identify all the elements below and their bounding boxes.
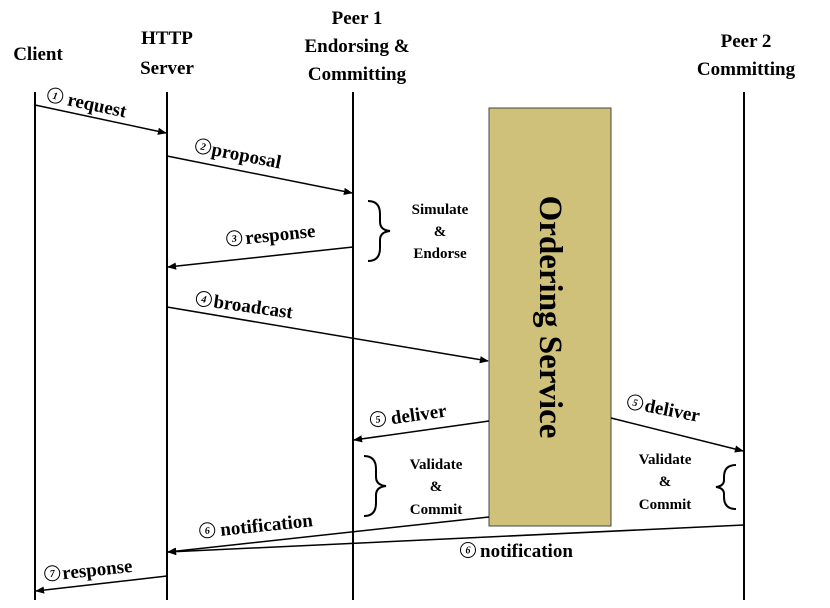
note-line-1: Validate [410, 457, 463, 473]
message-label: deliver [390, 401, 449, 430]
actor-http-server: HTTP Server [140, 28, 194, 79]
message-deliver-peer-2: 5 deliver [627, 394, 702, 427]
arrow-deliver-peer-2 [610, 417, 744, 453]
step-badge [195, 138, 212, 155]
step-badge [627, 394, 644, 411]
step-number: 3 [230, 234, 237, 246]
step-number: 2 [199, 141, 207, 153]
message-deliver-peer-1: 5 deliver [369, 401, 449, 430]
message-label: response [244, 221, 316, 249]
arrow-response-client [35, 575, 168, 594]
actor-peer-2-line-1: Peer 2 [721, 31, 772, 52]
note-line-3: Commit [639, 497, 692, 513]
step-badge [226, 230, 243, 247]
actor-peer-1-line-1: Peer 1 [332, 8, 383, 29]
step-badge [369, 411, 386, 428]
message-request: 1 request [47, 87, 129, 123]
step-number: 7 [49, 568, 56, 580]
actor-peer-1: Peer 1 Endorsing & Committing [304, 8, 409, 85]
note-line-3: Endorse [413, 246, 467, 262]
message-notification-peer-2: 6 notification [460, 541, 573, 562]
actor-peer-2: Peer 2 Committing [697, 31, 796, 80]
actor-client-line-1: Client [13, 44, 63, 65]
message-broadcast: 4 broadcast [195, 291, 295, 324]
step-badge [44, 565, 61, 582]
arrow-deliver-peer-1 [353, 420, 490, 443]
arrow-notification-peer-2 [167, 524, 745, 556]
step-number: 6 [466, 546, 471, 557]
note-line-2: & [434, 224, 447, 240]
step-badge [195, 291, 212, 308]
ordering-service-box [488, 107, 612, 527]
step-number: 6 [204, 526, 210, 537]
note-line-3: Commit [410, 502, 463, 518]
message-label: deliver [643, 396, 702, 427]
actor-http-server-line-2: Server [140, 58, 194, 79]
ordering-service: Ordering Service [488, 107, 612, 527]
note-validate-commit-peer-2: Validate & Commit [639, 452, 692, 513]
arrow-request [34, 104, 167, 135]
arrow-proposal [166, 155, 353, 195]
message-label: response [61, 556, 133, 584]
note-line-2: & [430, 479, 443, 495]
step-badge [460, 542, 476, 558]
step-number: 1 [52, 91, 59, 103]
message-label: notification [219, 510, 314, 541]
message-label: proposal [210, 139, 283, 173]
actor-http-server-line-1: HTTP [141, 28, 193, 49]
arrow-broadcast [166, 306, 489, 364]
actor-peer-1-line-3: Committing [308, 64, 407, 85]
step-number: 5 [632, 398, 639, 410]
note-line-2: & [659, 474, 672, 490]
note-line-1: Validate [639, 452, 692, 468]
message-label: notification [480, 541, 573, 562]
message-response-endorse: 3 response [226, 221, 316, 249]
step-badge [199, 522, 216, 539]
arrow-response-endorse [167, 246, 354, 270]
actor-peer-1-line-2: Endorsing & [304, 36, 409, 57]
step-badge [47, 87, 64, 104]
step-number: 4 [200, 294, 207, 306]
message-label: broadcast [212, 292, 295, 324]
step-number: 5 [375, 414, 381, 426]
message-proposal: 2 proposal [195, 138, 283, 173]
brace-validate-commit-peer-1 [363, 455, 387, 517]
arrow-notification-peer-1 [167, 516, 490, 555]
actor-peer-2-line-2: Committing [697, 59, 796, 80]
note-validate-commit-peer-1: Validate & Commit [410, 457, 463, 518]
actor-client: Client [13, 44, 63, 65]
ordering-service-label: Ordering Service [532, 196, 568, 439]
note-simulate-endorse: Simulate & Endorse [412, 202, 469, 262]
note-line-1: Simulate [412, 202, 469, 218]
brace-simulate-endorse [367, 200, 391, 262]
brace-validate-commit-peer-2 [715, 464, 737, 510]
